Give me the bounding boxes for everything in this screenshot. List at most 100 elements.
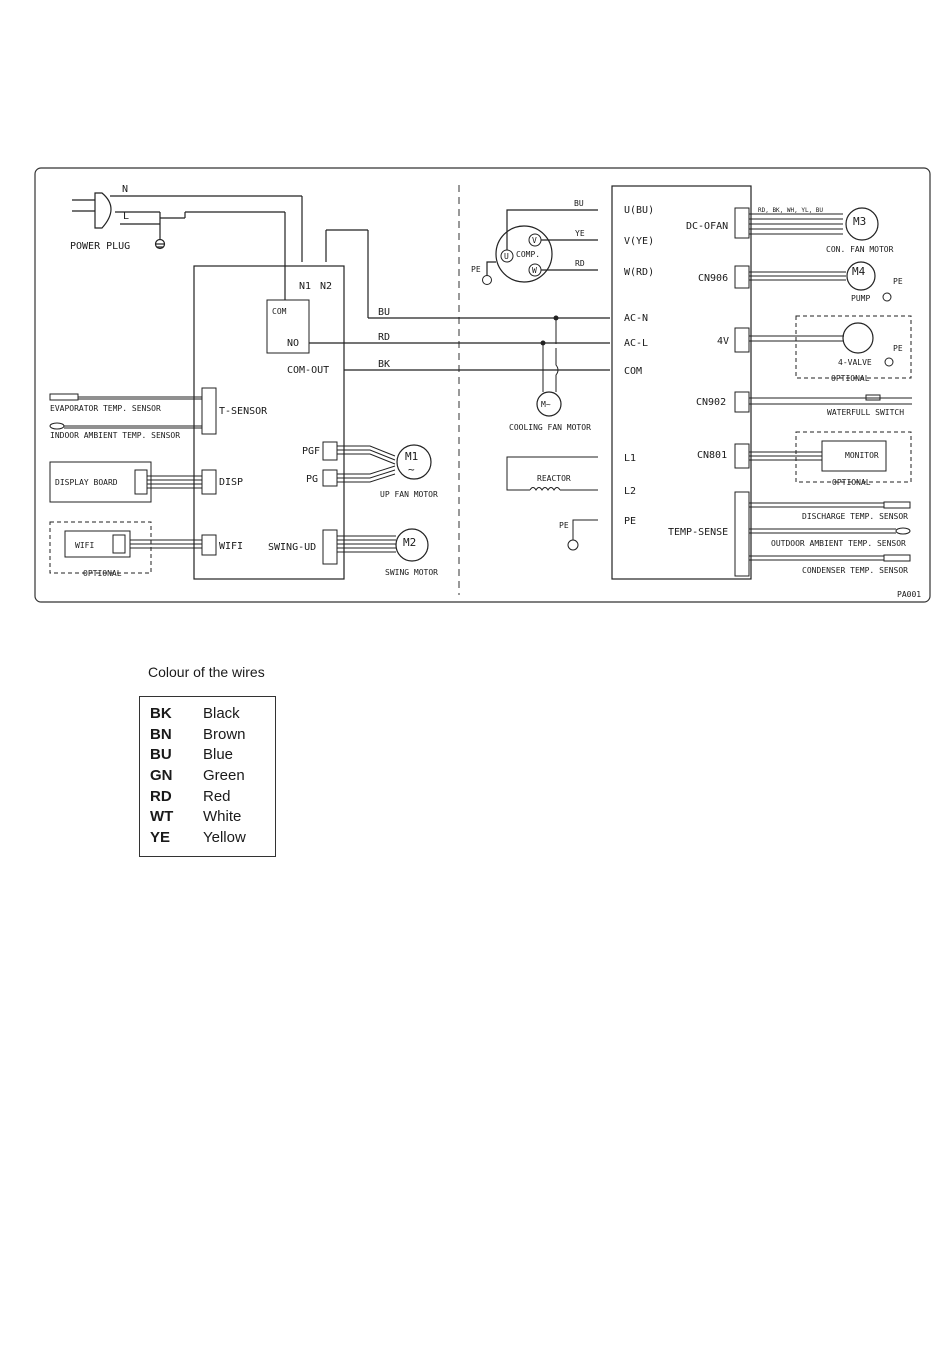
cn906-connector [734,265,750,289]
m3-label: M3 [853,215,866,228]
cooling-fan-motor [536,391,562,417]
disp-label: DISP [219,477,243,488]
pe-terminal: PE [624,516,636,527]
legend-code: BN [150,725,172,743]
cn902-connector [734,391,750,413]
m3-wires [749,213,843,235]
dc-ofan-connector [734,207,750,239]
reactor-wires [506,456,598,491]
legend-title: Colour of the wires [148,664,265,680]
w-rd-terminal: W(RD) [624,267,654,278]
legend-colour-name: Green [203,766,245,784]
cooling-fan-junction-1 [553,315,559,321]
comp-v-label: V [532,236,537,245]
interconnect-wires [309,317,610,371]
wire-bk-label: BK [378,359,390,370]
up-fan-wires [337,445,396,483]
temp-sense-connector [734,491,750,577]
wifi-label: WIFI [219,541,243,552]
4-valve-ground [884,357,894,367]
m1-symbol: ~ [408,463,415,476]
legend-colour-name: Red [203,787,231,805]
m3-motor [845,207,879,241]
u-bu-wire-label: BU [574,199,584,208]
pgf-connector [322,441,338,461]
plug-l-label: L [123,211,129,222]
com-out-label: COM-OUT [287,365,329,376]
swing-motor-label: SWING MOTOR [385,568,438,577]
compressor-wires [486,209,598,276]
swing-ud-connector [322,529,338,565]
cn906-label: CN906 [698,273,728,284]
disp-connector [201,469,217,495]
comp-label: COMP. [516,250,540,259]
waterfull-wires [749,394,912,405]
condenser-sensor-label: CONDENSER TEMP. SENSOR [802,566,908,575]
legend-colour-name: Brown [203,725,246,743]
n2-label: N2 [320,281,332,292]
l2-terminal: L2 [624,486,636,497]
indoor-main-board [193,265,345,580]
cooling-fan-symbol: M~ [541,400,551,409]
u-bu-terminal: U(BU) [624,205,654,216]
wifi-module-label: WIFI [75,541,94,550]
cooling-fan-junction-2 [540,340,546,346]
pg-label: PG [306,474,318,485]
monitor-optional-box [795,431,912,483]
n2-wire [301,229,369,318]
monitor-optional-label: OPTIONAL [832,478,871,487]
up-fan-motor-label: UP FAN MOTOR [380,490,438,499]
cooling-fan-label: COOLING FAN MOTOR [509,423,591,432]
legend-code: WT [150,808,174,826]
pe-ground-wire [572,519,598,540]
swing-wires [337,535,396,553]
temp-sense-label: TEMP-SENSE [668,527,728,538]
4v-label: 4V [717,336,729,347]
legend-row: BK Black [150,703,275,724]
evap-sensor-label: EVAPORATOR TEMP. SENSOR [50,404,161,413]
wifi-wires [130,539,202,549]
waterfull-switch-label: WATERFULL SWITCH [827,408,904,417]
comp-pe-ground [482,275,492,285]
m2-label: M2 [403,536,416,549]
4-valve-label: 4-VALVE [838,358,872,367]
temp-sensor-wires [749,501,911,562]
pump-pe-label: PE [893,277,903,286]
compressor [495,225,553,283]
swing-ud-label: SWING-UD [268,542,316,553]
power-plug [72,192,303,300]
display-board [49,461,152,503]
n1-label: N1 [299,281,311,292]
com-terminal: COM [624,366,642,377]
ac-l-terminal: AC-L [624,338,648,349]
discharge-sensor-label: DISCHARGE TEMP. SENSOR [802,512,908,521]
wifi-module-connector [112,534,126,554]
monitor-label: MONITOR [845,451,879,460]
4v-wires [749,335,844,342]
4-valve-pe-label: PE [893,344,903,353]
legend-colour-name: Black [203,704,240,722]
display-board-connector [134,469,148,495]
display-wires [147,475,202,489]
v-ye-terminal: V(YE) [624,236,654,247]
display-board-label: DISPLAY BOARD [55,478,118,487]
outdoor-amb-sensor-label: OUTDOOR AMBIENT TEMP. SENSOR [771,539,906,548]
4v-connector [734,327,750,353]
cooling-fan-wires [542,318,559,392]
ac-n-terminal: AC-N [624,313,648,324]
wifi-connector [201,534,217,556]
pg-connector [322,469,338,487]
legend-colour-name: Yellow [203,828,246,846]
m2-motor [395,528,429,562]
w-rd-wire-label: RD [575,259,585,268]
diagram-code: PA001 [897,590,921,599]
comp-w-label: W [532,266,537,275]
diagram-frame [34,167,931,603]
pump-ground [882,292,892,302]
pe-ground-label: PE [559,521,569,530]
m3-wire-colors: RD, BK, WH, YL, BU [758,207,823,214]
legend-code: BK [150,704,172,722]
